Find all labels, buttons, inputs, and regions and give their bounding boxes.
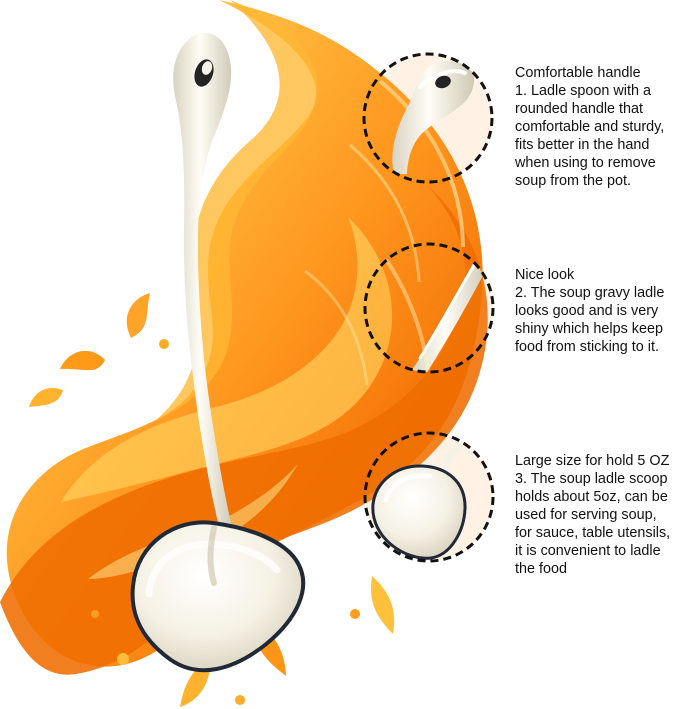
feature-title: Large size for hold 5 OZ xyxy=(515,453,670,469)
magnified-shiny-stem-icon xyxy=(379,250,488,372)
feature-description: 1. Ladle spoon with a rounded handle tha… xyxy=(515,83,665,189)
magnified-scoop-icon xyxy=(371,445,467,560)
orange-splash-icon xyxy=(0,0,488,707)
feature-description: 2. The soup gravy ladle looks good and i… xyxy=(515,285,665,355)
callout-large-size xyxy=(363,431,495,563)
ladle-icon xyxy=(130,32,306,673)
feature-title: Nice look xyxy=(515,267,575,283)
magnified-handle-icon xyxy=(392,60,475,175)
callout-comfortable-handle xyxy=(362,52,494,184)
feature-nice-look: Nice look 2. The soup gravy ladle looks … xyxy=(515,266,679,356)
callout-nice-look xyxy=(363,242,495,374)
feature-comfortable-handle: Comfortable handle 1. Ladle spoon with a… xyxy=(515,64,679,190)
feature-title: Comfortable handle xyxy=(515,65,641,81)
feature-large-size: Large size for hold 5 OZ 3. The soup lad… xyxy=(515,452,673,578)
feature-description: 3. The soup ladle scoop holds about 5oz,… xyxy=(515,471,671,577)
